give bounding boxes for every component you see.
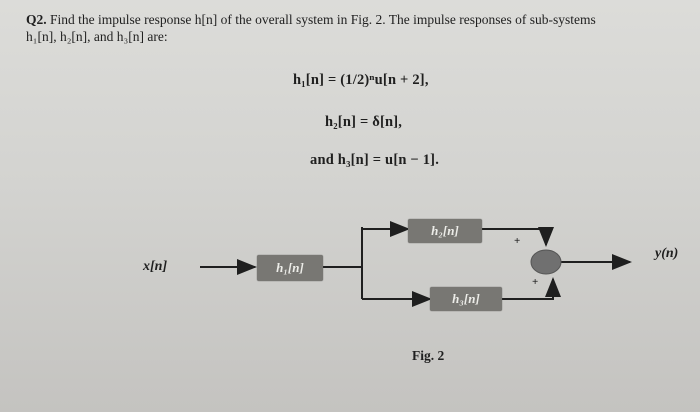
summing-junction — [530, 249, 562, 275]
equation-h1: h₁[n] = (1/2)ⁿu[n + 2], — [293, 72, 429, 88]
question-line-2: h₁[n], h₂[n], and h₃[n] are: — [26, 29, 168, 44]
question-text: Q2. Find the impulse response h[n] of th… — [26, 11, 686, 45]
question-line-1: Find the impulse response h[n] of the ov… — [50, 12, 596, 27]
equation-h2: h₂[n] = δ[n], — [325, 114, 403, 130]
equation-h3: and h₃[n] = u[n − 1]. — [310, 152, 440, 168]
h2-to-sum-wire — [482, 227, 554, 247]
sum-sign-bottom: + — [532, 276, 539, 288]
output-signal-label: y(n) — [655, 246, 679, 261]
block-h2: h₂[n] — [408, 219, 482, 243]
h3-to-sum-wire — [502, 277, 561, 300]
block-h1: h₁[n] — [257, 255, 323, 281]
sum-sign-top: + — [514, 235, 521, 247]
figure-caption: Fig. 2 — [412, 348, 445, 363]
input-signal-label: x[n] — [143, 259, 168, 274]
block-h3: h₃[n] — [430, 287, 502, 311]
question-label: Q2. — [26, 12, 47, 27]
